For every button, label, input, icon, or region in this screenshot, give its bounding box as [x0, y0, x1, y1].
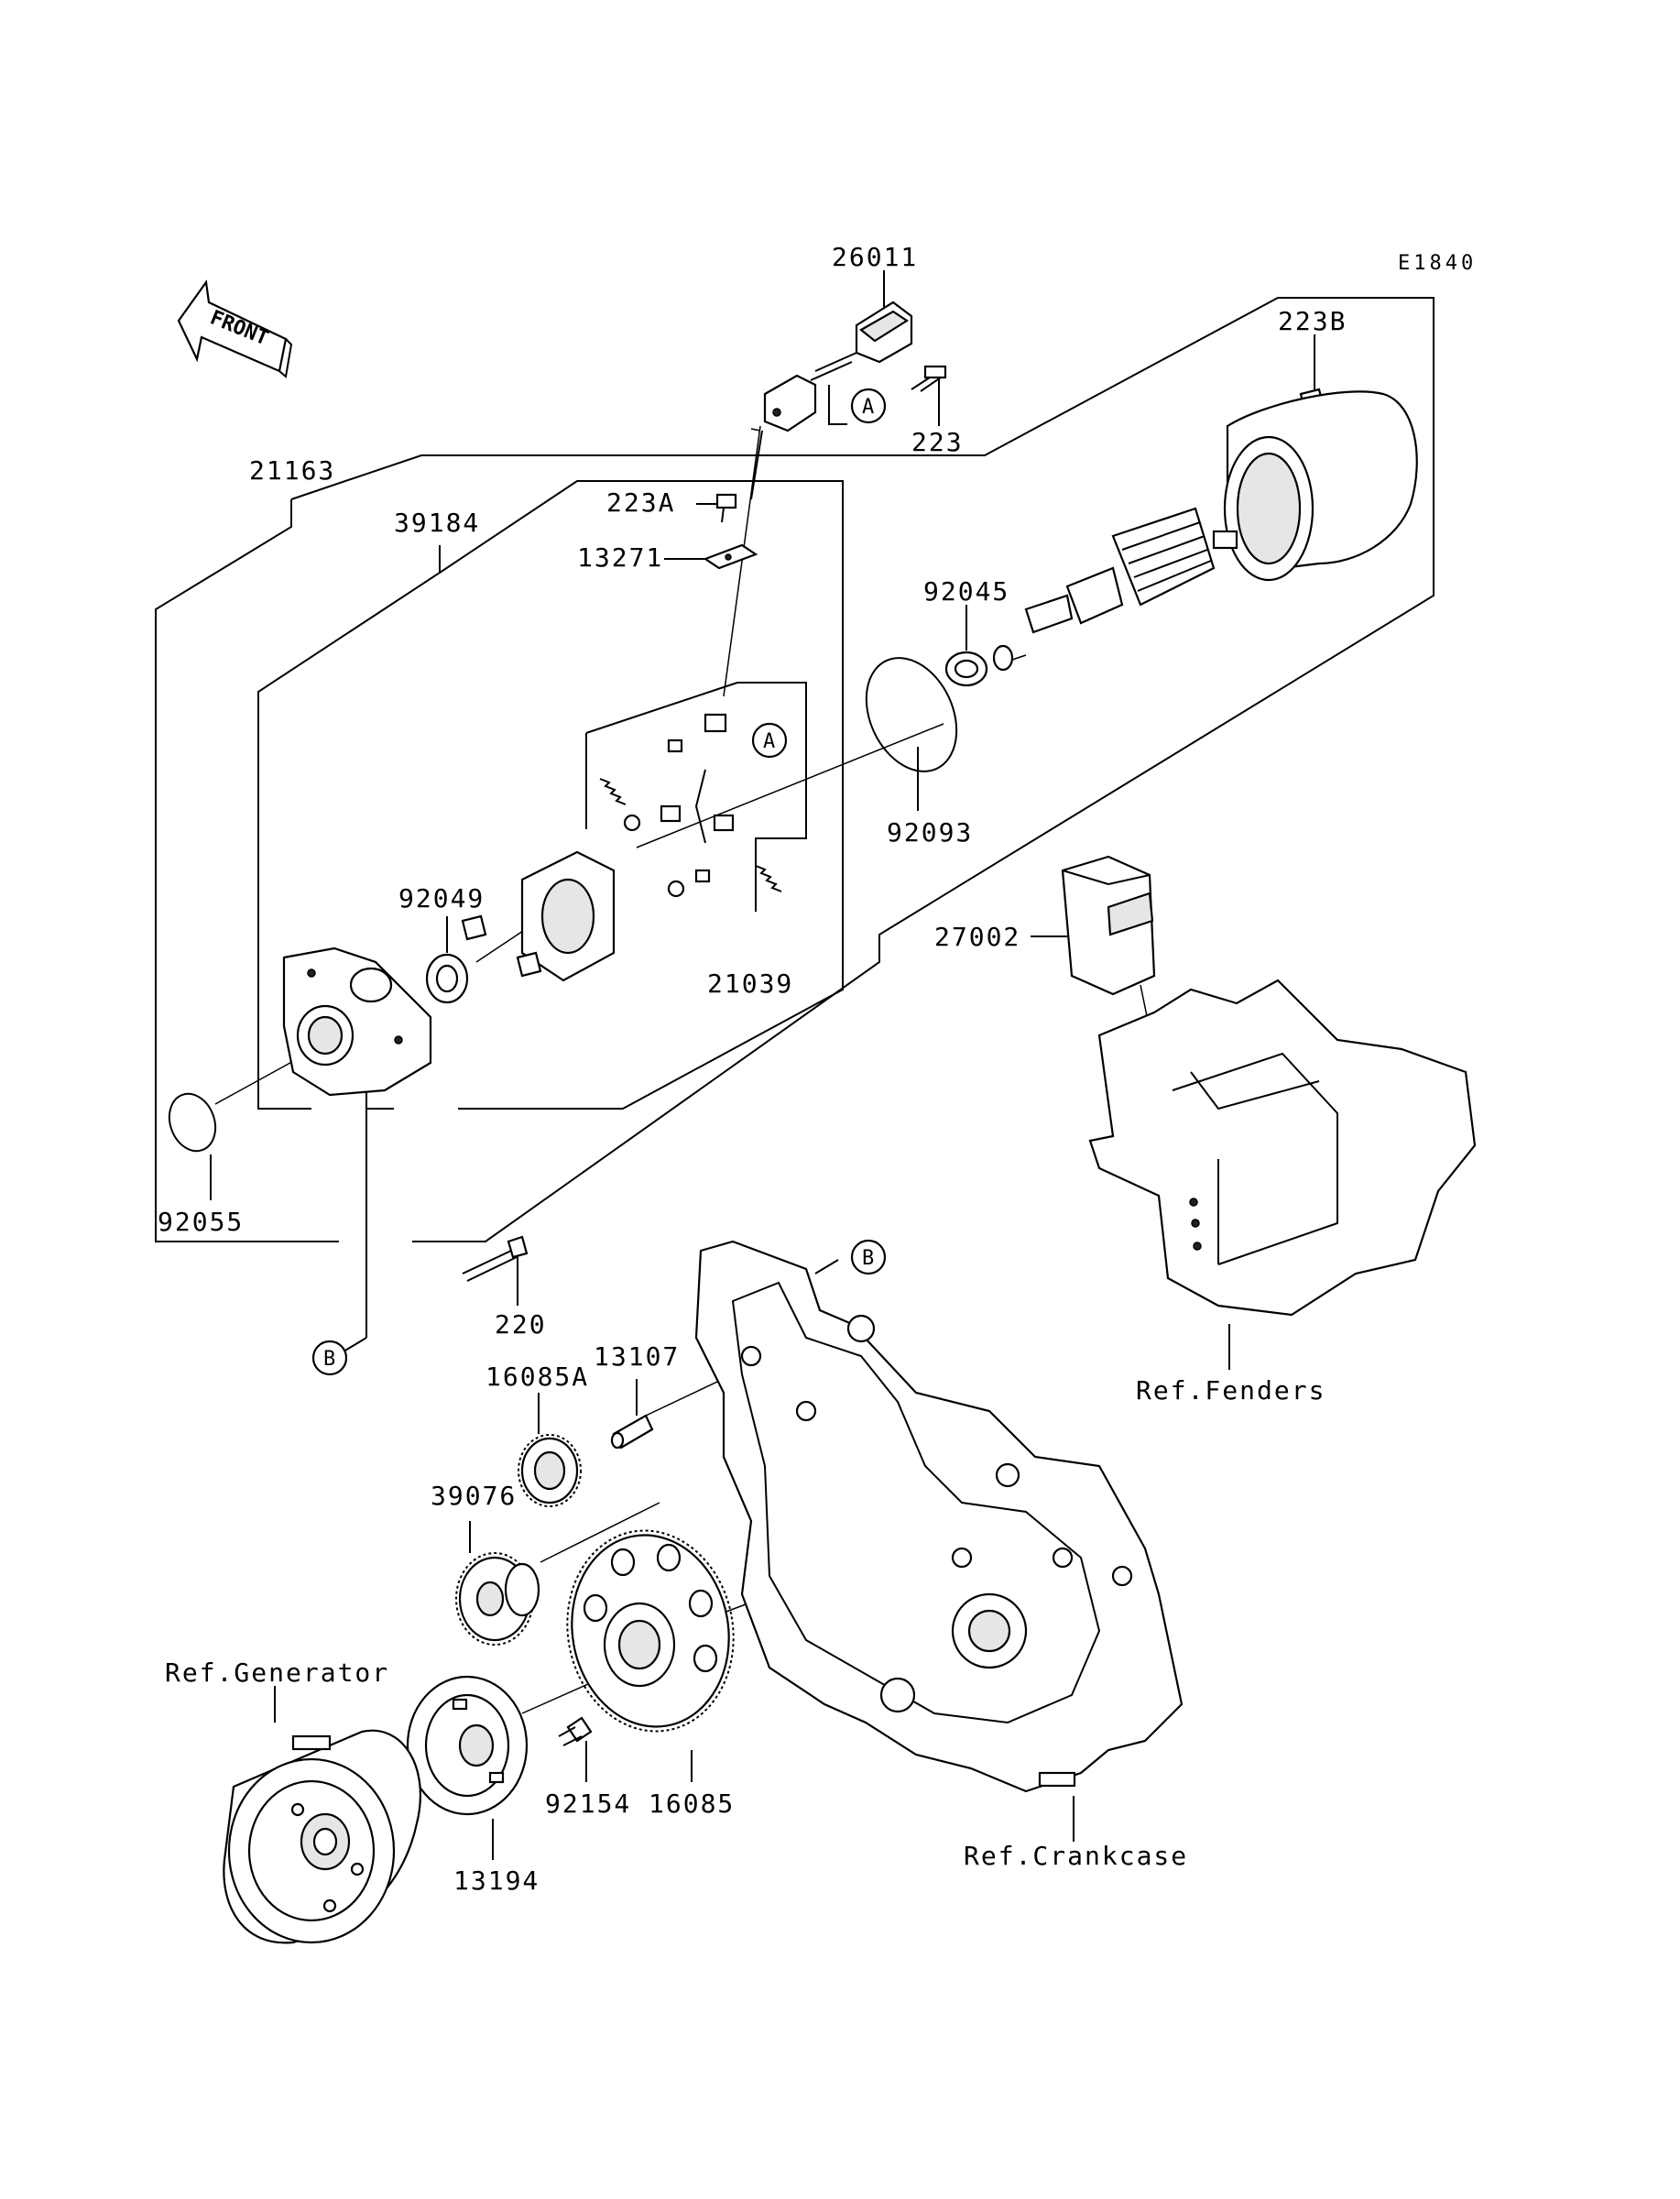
label-92154: 92154: [545, 1789, 631, 1819]
gear-16085A: [518, 1434, 582, 1507]
plate-13271: [703, 543, 758, 570]
front-arrow-icon: FRONT: [177, 279, 293, 378]
armature: [1024, 507, 1238, 634]
bolt-220: [462, 1235, 529, 1282]
ref-labels: Ref.Fenders Ref.Generator Ref.Crankcase: [165, 1375, 1325, 1871]
ref-generator: Ref.Generator: [165, 1657, 389, 1688]
bearing-92045: [944, 644, 1014, 687]
ref-fenders: Ref.Fenders: [1136, 1375, 1325, 1406]
svg-text:A: A: [862, 396, 874, 419]
ref-crankcase: Ref.Crankcase: [964, 1841, 1188, 1871]
gear-39076: [455, 1552, 540, 1646]
bolt-223: [911, 365, 947, 392]
label-92049: 92049: [398, 883, 485, 914]
callout-a-middle: A: [751, 722, 788, 759]
label-13107: 13107: [594, 1341, 680, 1372]
label-27002: 27002: [934, 922, 1020, 952]
motor-yoke: [1223, 390, 1418, 582]
callout-a-top: A: [850, 388, 887, 424]
label-92055: 92055: [158, 1207, 244, 1237]
label-13194: 13194: [453, 1865, 540, 1896]
generator-rotor: [223, 1729, 421, 1944]
svg-text:B: B: [323, 1348, 335, 1371]
fender-bracket: [1088, 979, 1477, 1317]
label-16085A: 16085A: [485, 1362, 589, 1392]
label-39076: 39076: [431, 1481, 517, 1511]
label-21039: 21039: [707, 968, 793, 999]
o-ring-92093: [865, 657, 958, 772]
relay-27002: [1061, 855, 1156, 996]
svg-text:A: A: [763, 730, 775, 753]
bolt-92154: [558, 1716, 593, 1746]
label-92045: 92045: [923, 576, 1009, 607]
one-way-clutch-13194: [406, 1675, 529, 1816]
callout-b-crankcase: B: [850, 1239, 887, 1275]
gear-16085: [566, 1529, 735, 1733]
o-ring-92055: [168, 1092, 217, 1153]
brush-holder-assembly: [520, 713, 782, 982]
label-39184: 39184: [394, 508, 480, 538]
label-21163: 21163: [249, 455, 335, 486]
callout-b-bottom-left: B: [311, 1340, 348, 1376]
label-223: 223: [911, 427, 964, 457]
label-223B: 223B: [1278, 306, 1347, 336]
label-26011: 26011: [832, 242, 918, 272]
crankcase: [694, 1240, 1184, 1793]
screw-223A: [715, 493, 737, 523]
connector-26011: [750, 301, 913, 500]
diagram-code: E1840: [1398, 252, 1477, 275]
label-220: 220: [495, 1309, 547, 1340]
leader-lines: [155, 270, 1435, 1860]
part-labels: 26011 223B 223 21163 223A 39184 13271 92…: [158, 242, 1347, 1896]
shaft-13107: [610, 1414, 654, 1450]
label-16085: 16085: [649, 1789, 735, 1819]
label-13271: 13271: [577, 542, 663, 573]
svg-text:B: B: [862, 1247, 874, 1270]
end-cover: [282, 946, 432, 1097]
label-92093: 92093: [887, 817, 973, 848]
bearing-92049: [425, 914, 542, 1004]
label-223A: 223A: [606, 487, 675, 518]
